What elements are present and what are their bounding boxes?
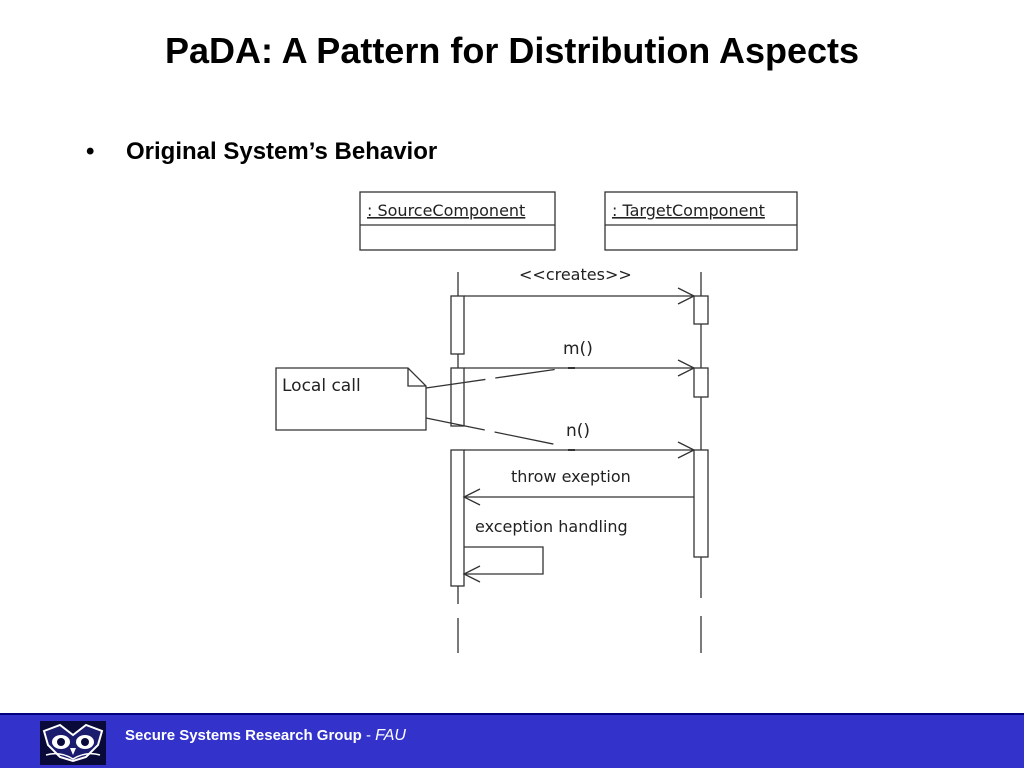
handling-message-label: exception handling — [475, 517, 628, 536]
bullet-item: • Original System’s Behavior — [86, 138, 437, 166]
bullet-text: Original System’s Behavior — [126, 138, 438, 165]
source-activation-3 — [450, 449, 465, 587]
footer-bar: Secure Systems Research Group - FAU — [0, 713, 1024, 768]
throw-message-arrow — [462, 488, 694, 506]
source-object-label: : SourceComponent — [367, 201, 525, 220]
note-label: Local call — [282, 376, 361, 396]
creates-message-arrow — [464, 287, 696, 305]
target-object-box — [604, 191, 798, 251]
throw-message-label: throw exeption — [511, 467, 631, 486]
target-activation-2 — [693, 367, 709, 398]
footer-group-name: Secure Systems Research Group — [125, 727, 362, 744]
bullet-symbol: • — [86, 138, 95, 165]
note-fold — [407, 368, 426, 387]
footer-text: Secure Systems Research Group - FAU — [125, 727, 406, 745]
target-object-label: : TargetComponent — [612, 201, 765, 220]
footer-separator: - — [365, 727, 371, 744]
creates-message-label: <<creates>> — [519, 265, 632, 284]
source-activation-1 — [450, 295, 465, 355]
footer-org-name: FAU — [375, 727, 406, 744]
note-connector-m — [425, 368, 559, 389]
sequence-diagram: : SourceComponent : TargetComponent <<cr… — [275, 191, 798, 653]
source-object-box — [359, 191, 556, 251]
slide-title: PaDA: A Pattern for Distribution Aspects — [164, 30, 860, 71]
note-connector-n — [425, 417, 559, 446]
m-message-arrow — [464, 359, 696, 377]
n-message-arrow — [464, 441, 696, 459]
owl-logo-icon — [40, 721, 106, 765]
n-message-label: n() — [566, 421, 590, 441]
target-activation-3 — [693, 449, 709, 558]
note-box — [275, 367, 427, 431]
m-message-label: m() — [563, 339, 593, 359]
self-call-arrow — [462, 546, 544, 583]
target-activation-1 — [693, 295, 709, 325]
source-activation-2 — [450, 367, 465, 427]
